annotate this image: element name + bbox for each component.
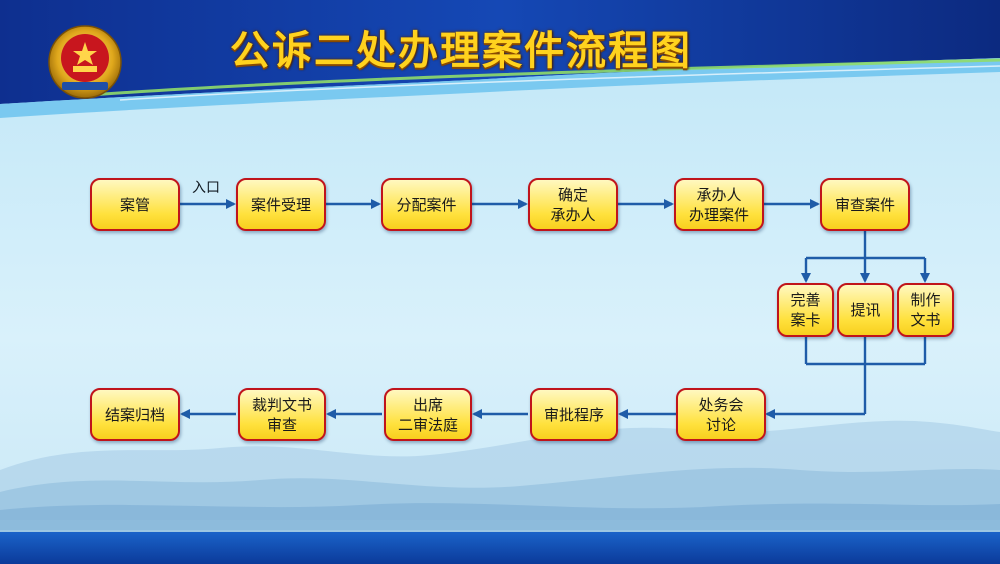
page-title: 公诉二处办理案件流程图: [230, 28, 692, 74]
node-draft-documents[interactable]: 制作 文书: [897, 283, 954, 337]
node-handler-processes-case[interactable]: 承办人 办理案件: [674, 178, 764, 231]
procuratorate-emblem-icon: [48, 25, 122, 99]
node-case-acceptance[interactable]: 案件受理: [236, 178, 326, 231]
node-attend-second-instance-court[interactable]: 出席 二审法庭: [384, 388, 472, 441]
node-division-meeting[interactable]: 处务会 讨论: [676, 388, 766, 441]
node-approval-procedure[interactable]: 审批程序: [530, 388, 618, 441]
node-complete-case-card[interactable]: 完善 案卡: [777, 283, 834, 337]
entry-label: 入口: [192, 180, 220, 196]
node-judgment-document-review[interactable]: 裁判文书 审查: [238, 388, 326, 441]
node-assign-case[interactable]: 分配案件: [381, 178, 472, 231]
node-interrogation[interactable]: 提讯: [837, 283, 894, 337]
node-review-case[interactable]: 审查案件: [820, 178, 910, 231]
node-determine-handler[interactable]: 确定 承办人: [528, 178, 618, 231]
node-case-management[interactable]: 案管: [90, 178, 180, 231]
node-close-and-archive[interactable]: 结案归档: [90, 388, 180, 441]
